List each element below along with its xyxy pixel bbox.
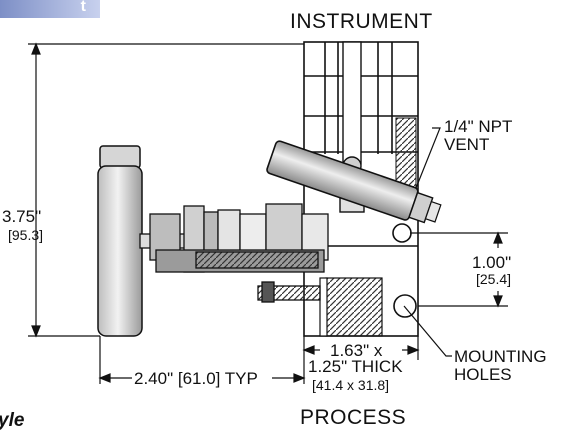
corner-tab: t: [0, 0, 100, 18]
height-dimension: [28, 42, 304, 338]
offset-in-label: 1.00": [472, 253, 511, 272]
holes-label-line1: MOUNTING: [454, 347, 547, 366]
block-label-line3: [41.4 x 31.8]: [312, 377, 389, 393]
offset-mm-label: [25.4]: [476, 271, 511, 287]
vent-label-line2: VENT: [444, 135, 489, 154]
vent-valve: [266, 140, 442, 224]
vent-label-line1: 1/4" NPT: [444, 117, 512, 136]
holes-leader: [403, 305, 452, 357]
holes-label-line2: HOLES: [454, 365, 512, 384]
vent-leader: [415, 127, 441, 189]
offset-dimension: [410, 231, 508, 308]
process-label: PROCESS: [300, 406, 406, 429]
block-label-line2: 1.25" THICK: [308, 357, 403, 376]
side-valve: [139, 203, 329, 303]
process-thread-edge: [319, 277, 328, 337]
process-thread: [325, 277, 383, 337]
mounting-hole-lower: [393, 294, 417, 318]
block-dimension: [302, 336, 420, 360]
corner-tab-text: t: [80, 0, 86, 15]
width-dimension: [98, 336, 306, 384]
height-mm-label: [95.3]: [8, 227, 43, 243]
instrument-label: INSTRUMENT: [290, 10, 433, 33]
side-handle: [97, 145, 143, 337]
block-label-line1: 1.63" x: [330, 341, 383, 360]
mounting-hole-upper: [392, 223, 412, 243]
height-in-label: 3.75": [2, 207, 41, 226]
style-caption: yle: [0, 410, 25, 431]
width-label: 2.40" [61.0] TYP: [134, 369, 258, 388]
